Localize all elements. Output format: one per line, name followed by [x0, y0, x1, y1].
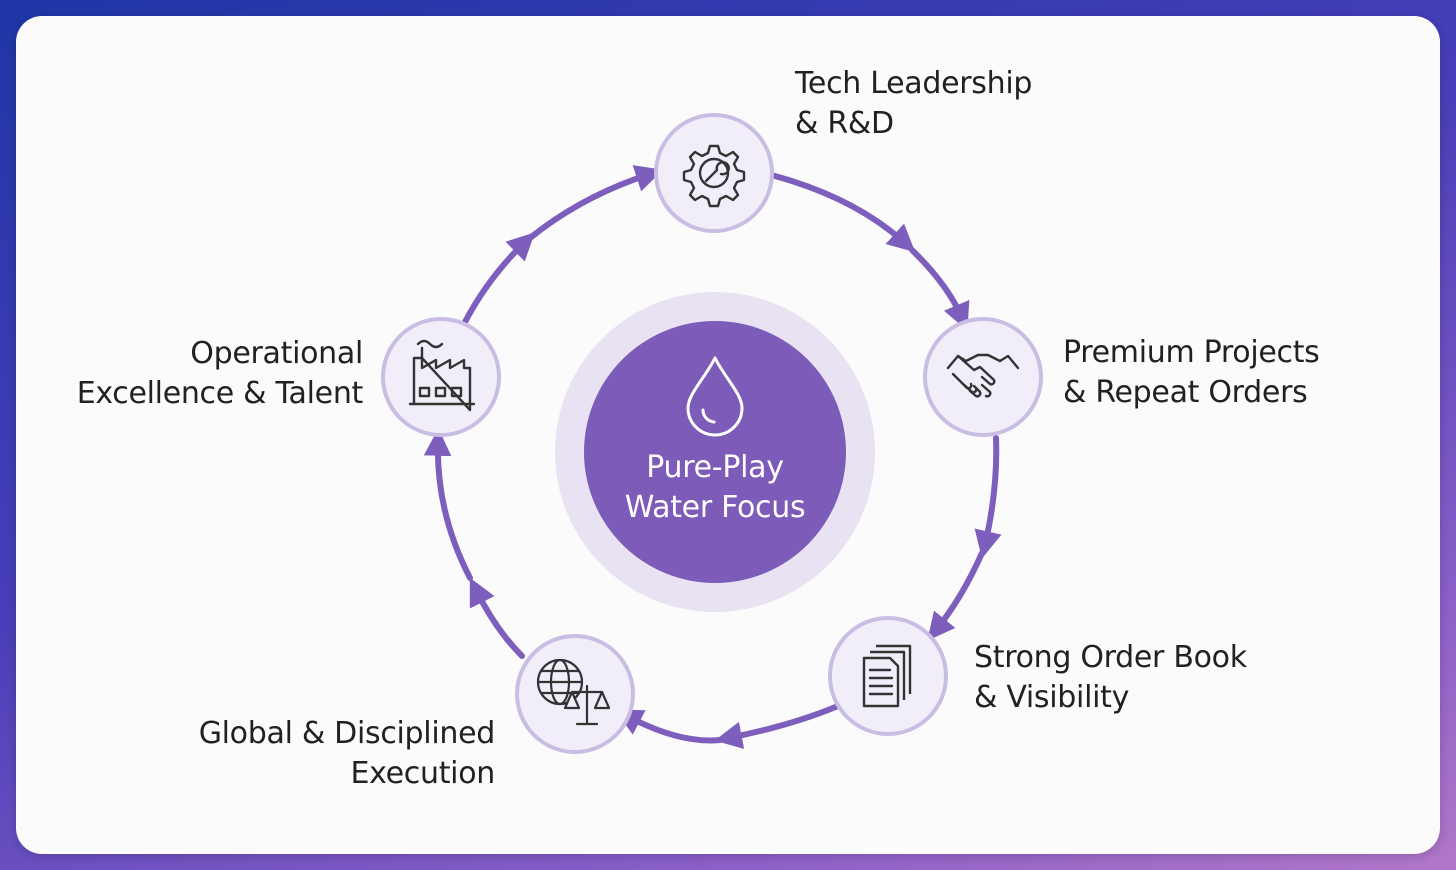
label-line: & Repeat Orders	[1063, 375, 1308, 410]
arrow-tech-to-premium-2	[909, 247, 970, 331]
label-global-execution: Global & Disciplined Execution	[198, 714, 496, 794]
center-label-line2: Water Focus	[624, 490, 806, 525]
node-operational-excellence	[381, 317, 501, 437]
center-hub	[555, 292, 875, 612]
center-label: Pure-Play Water Focus	[585, 448, 845, 528]
label-line: Execution	[350, 756, 495, 791]
arrow-operational-to-tech-1	[462, 232, 535, 325]
arrow-tech-to-premium-1	[772, 173, 916, 253]
documents-icon	[862, 644, 912, 708]
arrow-operational-to-tech-2	[527, 165, 664, 241]
label-line: Premium Projects	[1063, 335, 1320, 370]
arrow-orderbook-to-global-2	[614, 709, 723, 744]
cycle-arrows	[423, 165, 1002, 749]
node-premium-projects	[923, 317, 1043, 437]
label-line: Strong Order Book	[974, 640, 1247, 675]
gear-wrench-icon	[682, 144, 746, 208]
factory-icon	[408, 339, 476, 412]
label-line: & R&D	[795, 106, 894, 141]
label-line: & Visibility	[974, 680, 1130, 715]
label-operational-excellence: Operational Excellence & Talent	[76, 334, 364, 414]
label-line: Excellence & Talent	[76, 376, 364, 411]
water-drop-icon	[686, 356, 744, 437]
label-line: Operational	[190, 336, 363, 371]
label-line: Tech Leadership	[795, 66, 1033, 101]
node-tech-leadership	[654, 113, 774, 233]
globe-scales-icon	[536, 658, 611, 726]
arrow-global-to-operational-2	[423, 428, 473, 581]
arrow-global-to-operational-1	[469, 577, 525, 659]
handshake-icon	[946, 353, 1020, 398]
label-strong-order-book: Strong Order Book & Visibility	[974, 638, 1247, 718]
label-premium-projects: Premium Projects & Repeat Orders	[1063, 333, 1320, 413]
node-strong-order-book	[828, 616, 948, 736]
arrow-premium-to-orderbook-1	[974, 435, 1002, 559]
arrow-orderbook-to-global-1	[714, 703, 841, 749]
arrow-premium-to-orderbook-2	[927, 550, 985, 641]
label-line: Global & Disciplined	[198, 716, 496, 751]
label-tech-leadership: Tech Leadership & R&D	[795, 64, 1032, 144]
node-global-execution	[515, 634, 635, 754]
center-label-line1: Pure-Play	[646, 450, 784, 485]
